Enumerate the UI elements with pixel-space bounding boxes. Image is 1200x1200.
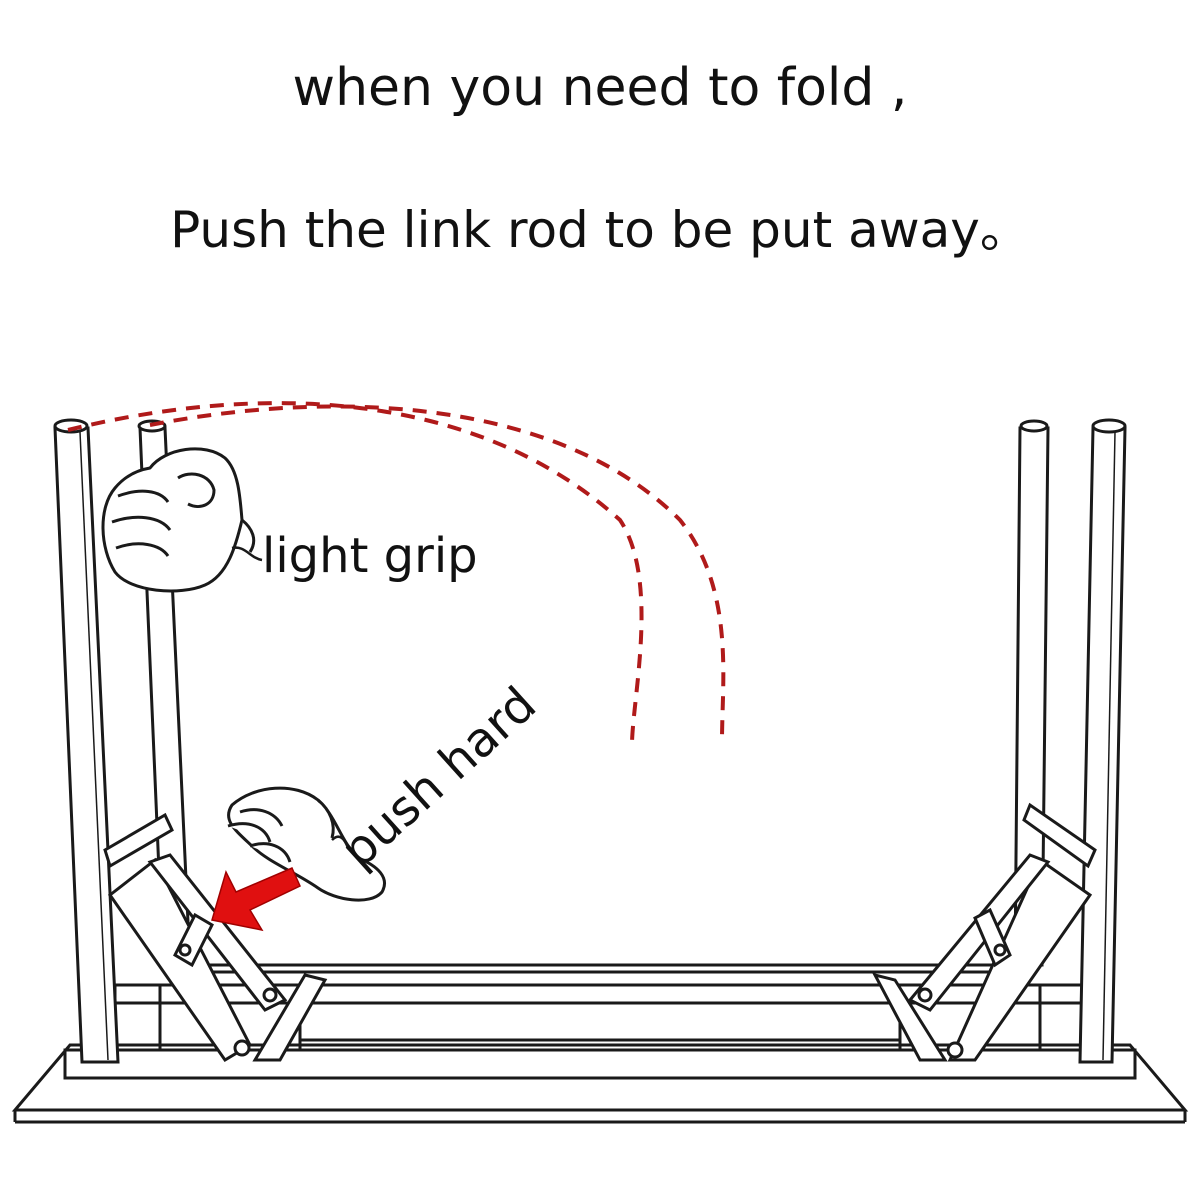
light-grip-pointer xyxy=(231,546,263,562)
light-grip-label: light grip xyxy=(262,528,478,584)
right-link-rods xyxy=(872,802,1097,1062)
instruction-line-2: Push the link rod to be put away。 xyxy=(170,201,1030,259)
grip-hand-icon xyxy=(101,447,256,593)
push-hand-icon xyxy=(227,786,386,902)
push-hard-pointer xyxy=(331,835,350,849)
push-direction-arrow-icon xyxy=(211,867,301,932)
left-link-rods xyxy=(103,812,328,1063)
instruction-line-1: when you need to fold , xyxy=(292,58,908,118)
push-hard-label: push hard xyxy=(331,676,547,879)
fold-motion-arc xyxy=(67,401,726,746)
